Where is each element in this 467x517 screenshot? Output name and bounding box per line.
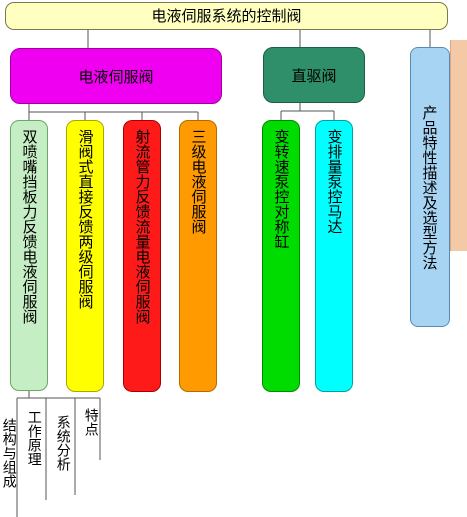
subtopic-principle: 工作原理 — [25, 410, 42, 466]
subtopic-analysis: 系统分析 — [54, 415, 71, 471]
leaf-variable-displacement-pump-motor: 变排量泵控马达 — [315, 120, 353, 392]
leaf-double-nozzle-flapper-valve: 双喷嘴挡板力反馈电液伺服阀 — [10, 120, 48, 391]
leaf-spool-direct-feedback-valve: 滑阀式直接反馈两级伺服阀 — [66, 120, 104, 392]
leaf-variable-speed-pump-cylinder: 变转速泵控对称缸 — [262, 120, 300, 392]
subtopic-structure: 结构与组成 — [0, 418, 17, 488]
leaf-three-stage-servo-valve: 三级电液伺服阀 — [179, 120, 217, 392]
subtopic-features: 特点 — [82, 408, 99, 436]
feature-side-strip — [450, 40, 467, 251]
category-electro-hydraulic-servo-valve: 电液伺服阀 — [10, 48, 222, 104]
category-direct-drive-valve: 直驱阀 — [263, 47, 365, 103]
leaf-jet-pipe-flow-valve: 射流管力反馈流量电液伺服阀 — [123, 120, 161, 392]
root-node: 电液伺服系统的控制阀 — [5, 2, 448, 30]
category-product-features: 产品特性描述及选型方法 — [410, 47, 450, 327]
